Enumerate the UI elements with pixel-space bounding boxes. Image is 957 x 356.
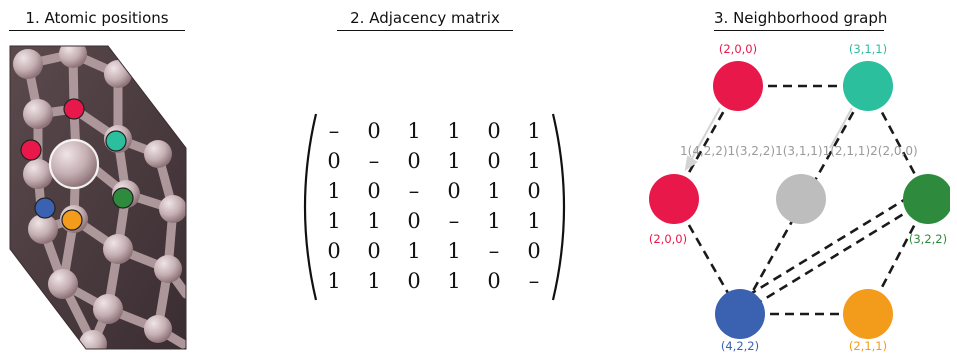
node-bottom-left: [715, 289, 765, 339]
matrix-cell: –: [528, 269, 540, 293]
matrix-cell: 1: [367, 209, 381, 233]
matrix-cell: 1: [407, 119, 421, 143]
node-label-bottom-left: (4,2,2): [721, 339, 759, 352]
matrix-cell: 1: [327, 209, 341, 233]
edge-mid-right-bottom-left-2: [733, 187, 923, 306]
neighborhood-graph-panel: 1(4,2,2)1(3,2,2)1(3,1,1)1(2,1,1)2(2,0,0)…: [630, 38, 953, 353]
matrix-cell: 0: [407, 209, 421, 233]
matrix-cell: 1: [447, 149, 461, 173]
node-bottom-right: [843, 289, 893, 339]
matrix-cell: 1: [407, 239, 421, 263]
matrix-cell: –: [488, 239, 500, 263]
matrix-cell: 1: [447, 239, 461, 263]
matrix-cell: 0: [527, 239, 541, 263]
matrix-cell: –: [408, 179, 420, 203]
node-label-top-right: (3,1,1): [849, 42, 887, 56]
atomic-positions-title: 1. Atomic positions: [9, 9, 185, 31]
matrix-cell: 1: [527, 209, 541, 233]
matrix-cell: 1: [447, 119, 461, 143]
matrix-cell: –: [448, 209, 460, 233]
node-label-bottom-right: (2,1,1): [849, 339, 887, 352]
matrix-parentheses: [303, 113, 566, 301]
node-center: [776, 174, 826, 224]
matrix-cell: 1: [327, 179, 341, 203]
matrix-cell: 1: [367, 269, 381, 293]
neighborhood-graph: 1(4,2,2)1(3,2,2)1(3,1,1)1(2,1,1)2(2,0,0)…: [649, 42, 953, 353]
matrix-cell: 0: [367, 119, 381, 143]
adjacency-matrix-panel: – 0 1 1 0 1 0 – 0 1 0 1 1 0 – 0 1 0 1 1 0 – 1 1 0 0 1 1 – 0 1 1 0 1 0 –: [292, 112, 577, 302]
atomic-positions-panel: [8, 44, 188, 350]
edge-mid-right-bottom-left-1: [739, 197, 929, 316]
matrix-cell: 1: [527, 119, 541, 143]
matrix-cell: 1: [447, 269, 461, 293]
node-mid-right: [903, 174, 953, 224]
matrix-cell: 0: [487, 269, 501, 293]
matrix-cell: 0: [487, 149, 501, 173]
node-label-top-left: (2,0,0): [719, 42, 757, 56]
adjacency-matrix-title: 2. Adjacency matrix: [337, 9, 513, 31]
matrix-cell: 0: [367, 239, 381, 263]
edge-top-right-bottom-left: [738, 85, 870, 315]
matrix-cell: 0: [327, 149, 341, 173]
matrix-cell: 0: [447, 179, 461, 203]
matrix-cell: 1: [527, 149, 541, 173]
matrix-cell: –: [368, 149, 380, 173]
node-top-left: [713, 61, 763, 111]
matrix-cell: 1: [487, 179, 501, 203]
matrix-cell: 0: [367, 179, 381, 203]
matrix-cell: –: [328, 119, 340, 143]
matrix-cell: 0: [527, 179, 541, 203]
matrix-cell: 0: [487, 119, 501, 143]
matrix-cell: 0: [327, 239, 341, 263]
matrix-cell: 1: [487, 209, 501, 233]
atomic-lattice-image: [9, 45, 187, 350]
node-mid-left: [649, 174, 699, 224]
neighborhood-graph-title: 3. Neighborhood graph: [714, 9, 887, 31]
node-label-mid-right: (3,2,2): [909, 232, 947, 246]
matrix-cell: 1: [327, 269, 341, 293]
matrix-cell: 0: [407, 269, 421, 293]
node-top-right: [843, 61, 893, 111]
center-edge-labels: 1(4,2,2)1(3,2,2)1(3,1,1)1(2,1,1)2(2,0,0): [680, 144, 918, 158]
matrix-cell: 0: [407, 149, 421, 173]
adjacency-matrix: – 0 1 1 0 1 0 – 0 1 0 1 1 0 – 0 1 0 1 1 0 – 1 1 0 0 1 1 – 0 1 1 0 1 0 –: [314, 116, 554, 296]
node-label-mid-left: (2,0,0): [649, 232, 687, 246]
